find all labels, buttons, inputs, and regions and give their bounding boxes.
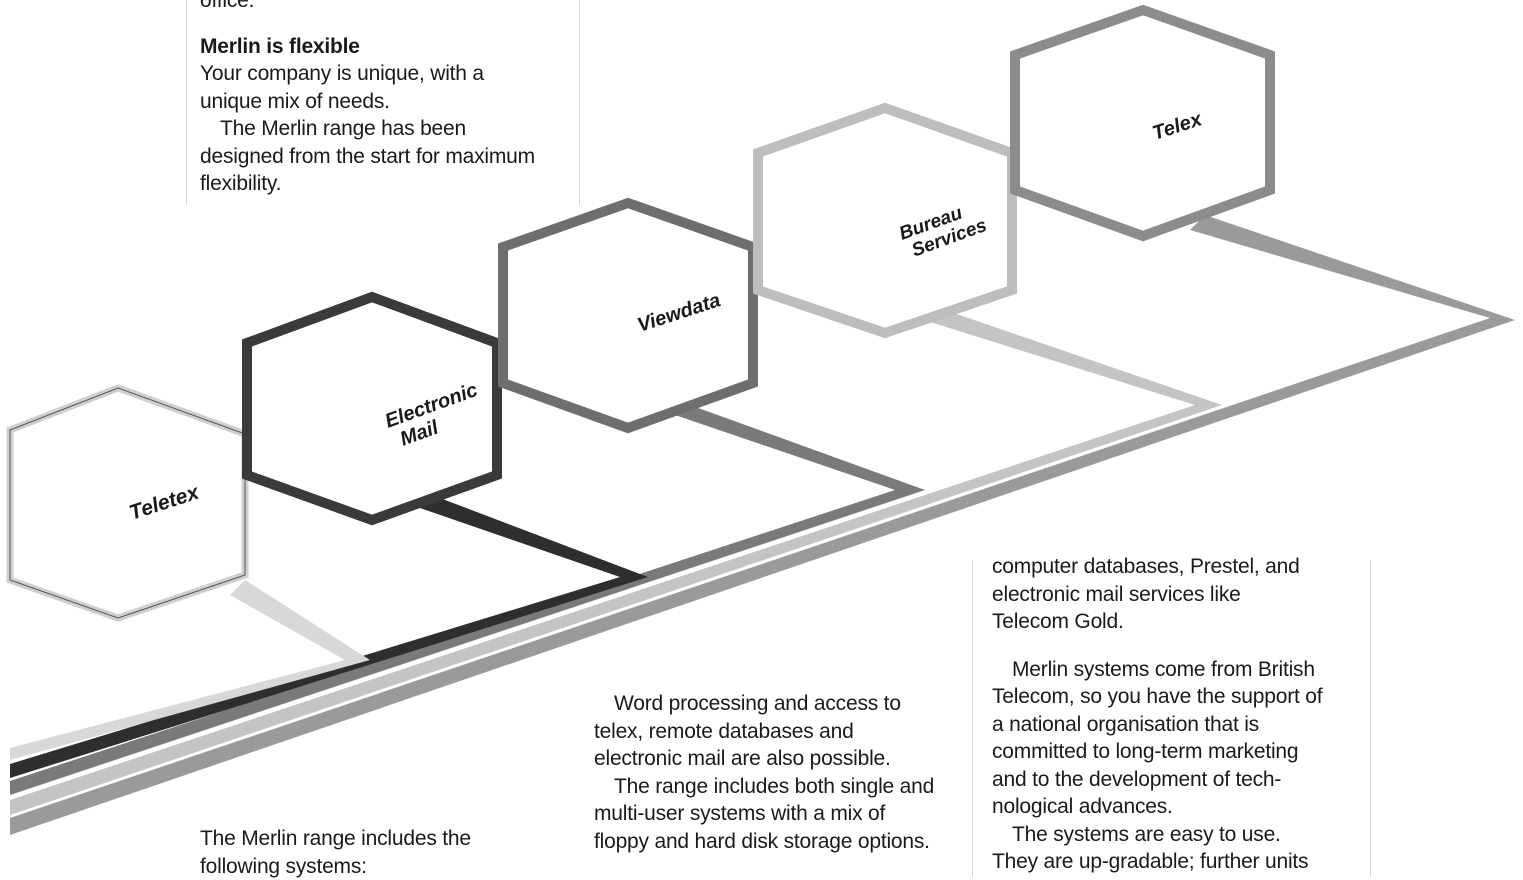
column-rule-top-left-right bbox=[579, 0, 580, 205]
text-line: Your company is unique, with a bbox=[200, 60, 575, 88]
hexagon-electronic-mail: Electronic Mail bbox=[247, 297, 497, 520]
text-line: computer databases, Prestel, and bbox=[992, 553, 1362, 581]
text-line: and to the development of tech- bbox=[992, 766, 1362, 794]
hexagon-viewdata: Viewdata bbox=[503, 203, 753, 428]
text-column-top-left: office. Merlin is flexible Your company … bbox=[200, 0, 575, 198]
text-line: committed to long-term marketing bbox=[992, 738, 1362, 766]
text-line: telex, remote databases and bbox=[594, 718, 969, 746]
text-line: office. bbox=[200, 0, 575, 15]
text-line: The systems are easy to use. bbox=[992, 821, 1362, 849]
text-line: electronic mail services like bbox=[992, 581, 1362, 609]
text-line: floppy and hard disk storage options. bbox=[594, 828, 969, 856]
text-column-bottom-left: The Merlin range includes the following … bbox=[200, 825, 540, 880]
column-rule-top-left-left bbox=[186, 0, 187, 205]
text-line: They are up-gradable; further units bbox=[992, 848, 1362, 876]
text-line: unique mix of needs. bbox=[200, 88, 575, 116]
hexagon-telex: Telex bbox=[1015, 10, 1270, 236]
text-line: following systems: bbox=[200, 853, 540, 880]
text-line: multi-user systems with a mix of bbox=[594, 800, 969, 828]
text-line: The Merlin range has been bbox=[200, 115, 575, 143]
text-column-bottom-right: computer databases, Prestel, and electro… bbox=[992, 553, 1362, 876]
text-line: The Merlin range includes the bbox=[200, 825, 540, 853]
text-line: a national organisation that is bbox=[992, 711, 1362, 739]
column-rule-bottom-right-right bbox=[1370, 560, 1371, 877]
text-line: flexibility. bbox=[200, 170, 575, 198]
text-line: Telecom Gold. bbox=[992, 608, 1362, 636]
hexagon-bureau-services: Bureau Services bbox=[758, 108, 1012, 333]
text-column-bottom-middle: Word processing and access to telex, rem… bbox=[594, 690, 969, 855]
hexagon-teletex: Teletex bbox=[10, 388, 245, 618]
text-line: designed from the start for maximum bbox=[200, 143, 575, 171]
text-line: electronic mail are also possible. bbox=[594, 745, 969, 773]
column-rule-bottom-right-left bbox=[972, 560, 973, 877]
text-line: Telecom, so you have the support of bbox=[992, 683, 1362, 711]
text-line: Merlin systems come from British bbox=[992, 656, 1362, 684]
text-line: nological advances. bbox=[992, 793, 1362, 821]
section-heading: Merlin is flexible bbox=[200, 33, 575, 61]
text-line: The range includes both single and bbox=[594, 773, 969, 801]
text-line: Word processing and access to bbox=[594, 690, 969, 718]
